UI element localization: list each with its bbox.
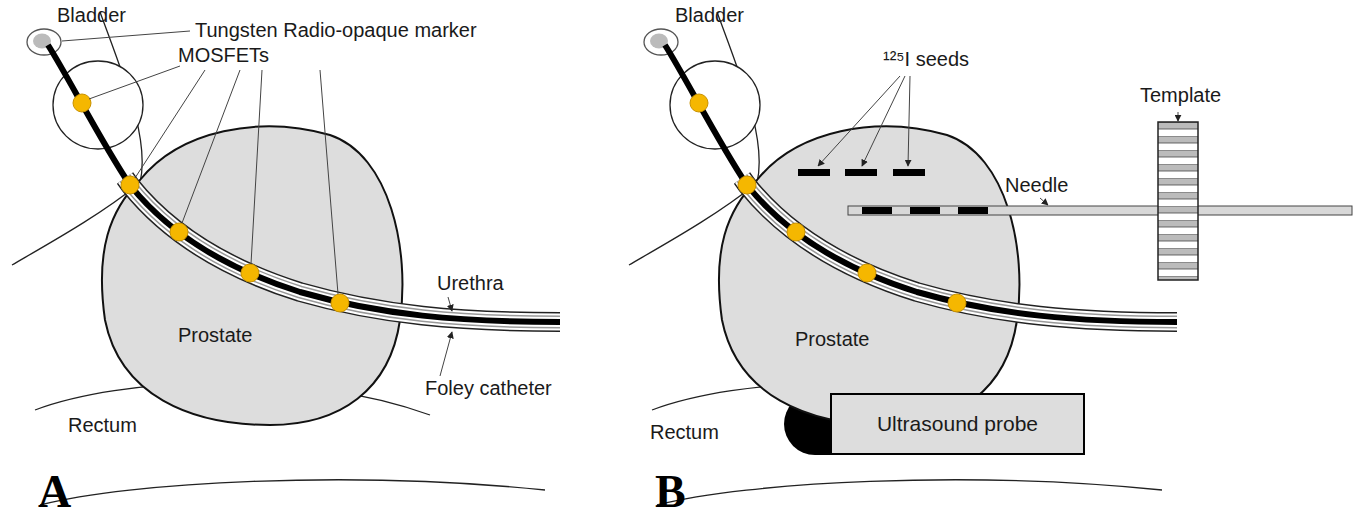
panel-letter: A xyxy=(38,466,71,519)
panel-letter: B xyxy=(655,466,686,519)
prostate-shape xyxy=(719,126,1020,425)
prostate-shape xyxy=(102,126,403,425)
template-grid xyxy=(1158,122,1198,280)
organ-label: Rectum xyxy=(68,414,137,437)
seeds xyxy=(798,169,925,176)
rectum-wall xyxy=(657,480,1162,505)
part-label: MOSFETs xyxy=(178,44,269,67)
part-label: Tungsten Radio-opaque marker xyxy=(195,19,477,42)
part-label: Template xyxy=(1140,84,1221,107)
part-label: ¹²⁵I seeds xyxy=(883,48,969,71)
part-label: Urethra xyxy=(437,272,504,295)
needle xyxy=(848,206,1352,215)
organ-label: Prostate xyxy=(795,328,869,351)
ultrasound-probe: Ultrasound probe xyxy=(830,393,1085,455)
part-label: Needle xyxy=(1005,174,1068,197)
organ-label: Bladder xyxy=(675,4,744,27)
probe-label: Ultrasound probe xyxy=(877,412,1038,436)
organ-label: Bladder xyxy=(57,4,126,27)
organ-label: Rectum xyxy=(650,421,719,444)
part-label: Foley catheter xyxy=(425,377,552,400)
rectum-wall xyxy=(40,480,545,505)
organ-label: Prostate xyxy=(178,324,252,347)
